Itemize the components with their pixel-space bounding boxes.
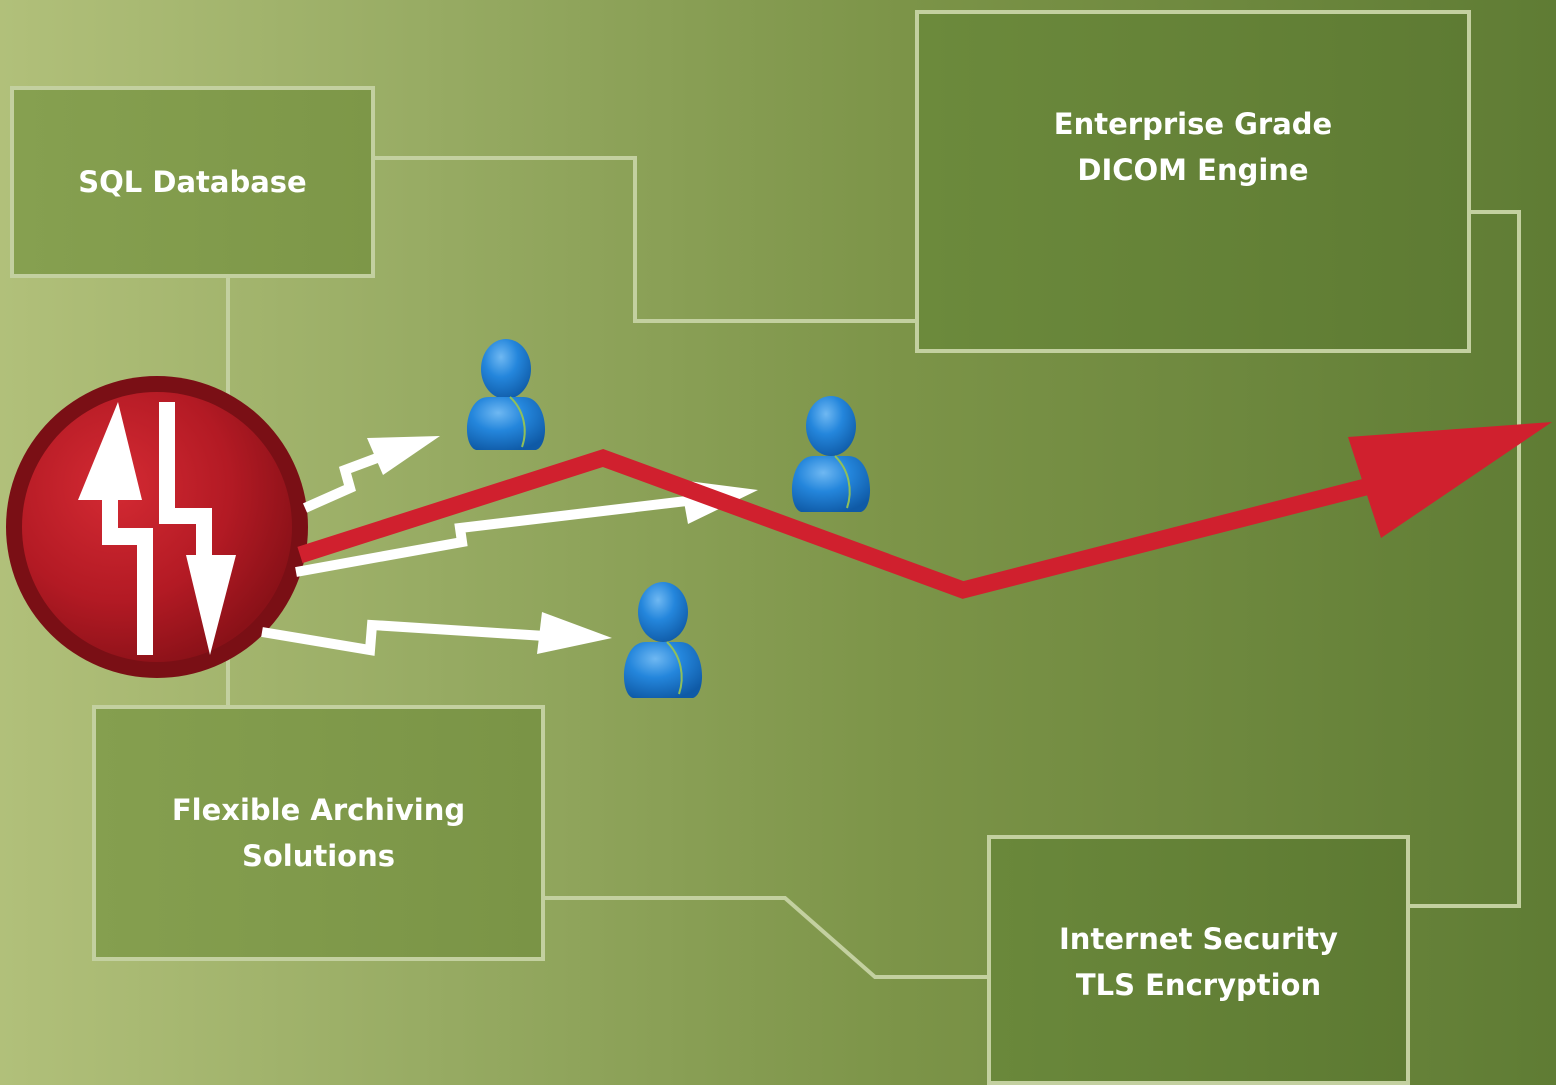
connector-dicom-security [1410,210,1521,908]
dicom-engine-box: Enterprise Grade DICOM Engine [915,10,1471,353]
red-arrow-line [297,449,1388,599]
connector-archive-security [545,896,988,979]
white-arrowhead-3 [537,612,612,654]
connector-sql-dicom [375,156,916,323]
hub [6,376,308,678]
red-arrowhead [1348,422,1552,538]
connector-lines [226,156,1521,979]
white-arrow-1 [302,450,387,513]
user-icon [791,396,871,512]
hub-circle [22,392,292,662]
internet-security-box: Internet Security TLS Encryption [987,835,1410,1085]
white-arrow-2 [295,495,696,577]
white-arrowhead-1 [367,436,440,475]
archiving-solutions-box: Flexible Archiving Solutions [92,705,545,961]
white-arrow-3 [261,619,546,656]
bidirectional-transfer-icon [78,402,236,655]
user-icon [466,339,546,450]
white-arrows [261,450,696,656]
sql-database-box: SQL Database [10,86,375,278]
red-arrow [297,422,1552,599]
user-icon [623,582,703,698]
